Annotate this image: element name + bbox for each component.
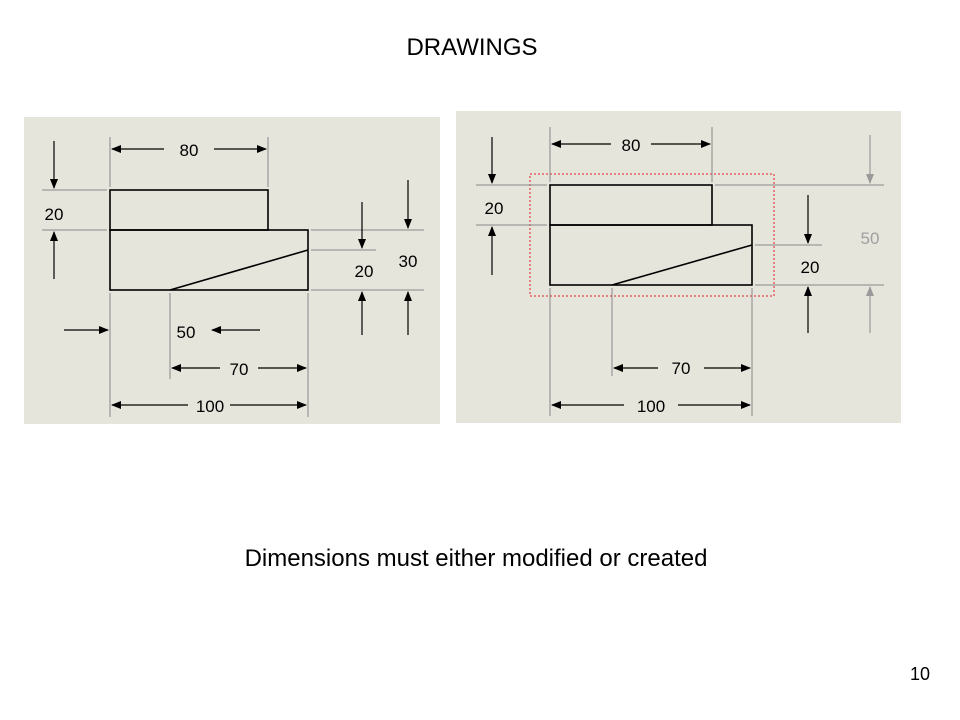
dim-bottom-offset[interactable]: 50: [177, 323, 196, 342]
extension-lines: [42, 137, 424, 417]
dim-bottom-slope[interactable]: 70: [672, 359, 691, 378]
dim-upper-height[interactable]: 20: [485, 199, 504, 218]
dim-bottom-slope[interactable]: 70: [230, 360, 249, 379]
dim-right-inner-height[interactable]: 20: [801, 258, 820, 277]
slide-caption: Dimensions must either modified or creat…: [244, 545, 708, 572]
page-number: 10: [909, 664, 930, 684]
dimension-lines: [488, 137, 812, 409]
dim-top-width[interactable]: 80: [180, 141, 199, 160]
part-outline: [549, 184, 753, 286]
dim-right-inner-height[interactable]: 20: [355, 262, 374, 281]
drawing-panel-right: 80 20 20 50 70 100: [456, 111, 901, 423]
dimension-lines: [50, 141, 412, 409]
dim-right-total-height[interactable]: 50: [861, 229, 880, 248]
panel-background: [24, 117, 440, 424]
panel-background: [456, 111, 901, 423]
dim-right-outer-height[interactable]: 30: [399, 252, 418, 271]
dim-upper-height[interactable]: 20: [45, 205, 64, 224]
part-outline: [109, 189, 309, 291]
dim-bottom-total[interactable]: 100: [196, 397, 224, 416]
extension-lines: [476, 127, 884, 416]
slide-title: DRAWINGS: [406, 34, 538, 61]
drawing-panel-left: 80 20 20 30 50 70 100: [24, 117, 440, 424]
dim-bottom-total[interactable]: 100: [637, 397, 665, 416]
selection-box[interactable]: [529, 173, 775, 297]
dim-top-width[interactable]: 80: [622, 136, 641, 155]
